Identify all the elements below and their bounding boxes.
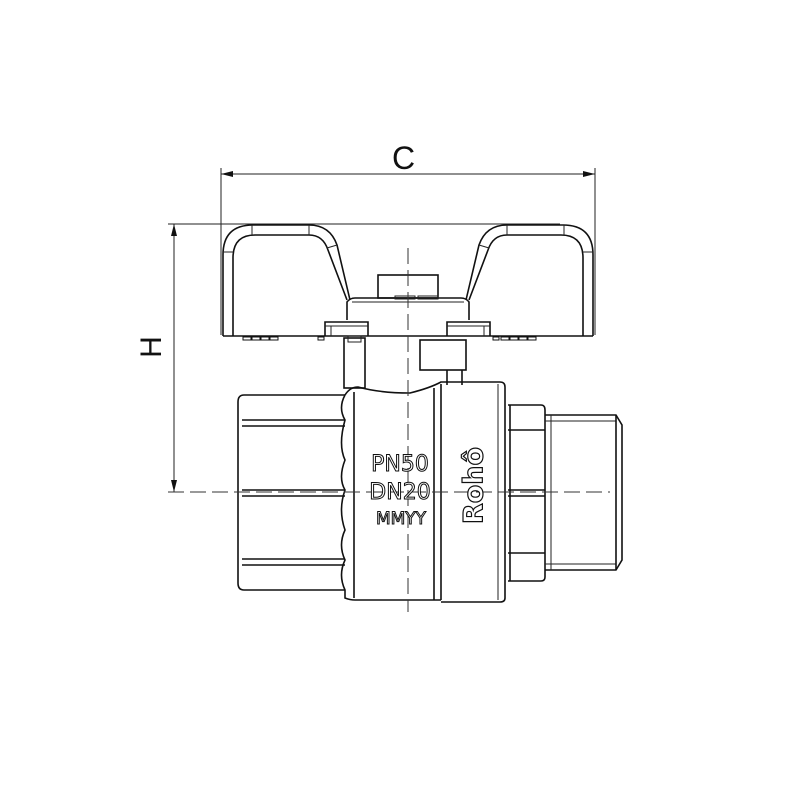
valve-body: [340, 381, 506, 603]
nominal-diameter-marking: DN20: [369, 480, 431, 506]
dimension-h-label: H: [134, 336, 168, 358]
pressure-rating-marking: PN50: [371, 452, 430, 478]
dimension-c: [220, 168, 596, 335]
valve-stem: [343, 335, 467, 389]
female-hex-end: [237, 394, 345, 591]
brand-logo: Rohô: [458, 446, 490, 525]
dimension-c-label: C: [392, 140, 416, 176]
male-thread-end: [508, 404, 623, 582]
dimension-h: [168, 223, 560, 492]
centerlines: [168, 248, 610, 612]
date-code-marking: MMYY: [375, 509, 427, 530]
